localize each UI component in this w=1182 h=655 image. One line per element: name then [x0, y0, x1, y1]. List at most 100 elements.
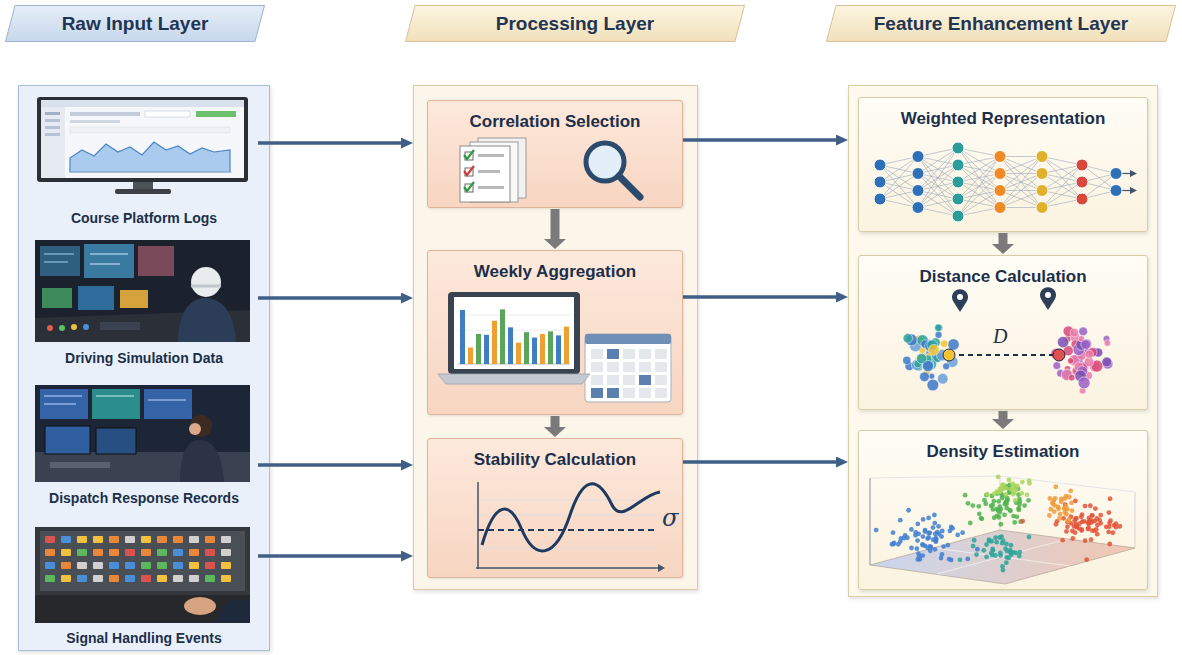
neural-network: [912, 202, 924, 214]
checklist-icon: [460, 146, 510, 202]
cluster-distance: [940, 340, 947, 347]
neural-network: [1082, 174, 1116, 183]
neural-network: [918, 157, 958, 183]
density-plot: [1000, 483, 1005, 488]
density-plot: [1052, 498, 1057, 503]
process-box: Stability Calculation: [427, 438, 683, 578]
simulator-photo: [59, 325, 65, 331]
flow-arrow: [258, 141, 401, 145]
density-plot: [1018, 519, 1023, 524]
density-plot: [1069, 500, 1074, 505]
density-plot: [926, 516, 931, 521]
neural-network: [958, 199, 1000, 208]
density-plot: [1000, 541, 1005, 546]
density-plot: [939, 556, 944, 561]
signal-panel-photo: [173, 549, 183, 556]
calendar-icon: [591, 362, 603, 372]
neural-network: [1000, 156, 1042, 157]
density-plot: [997, 486, 1002, 491]
density-plot: [909, 527, 914, 532]
density-plot: [1055, 519, 1060, 524]
density-plot: [941, 544, 946, 549]
neural-network: [958, 157, 1000, 200]
dispatch-photo: [144, 389, 192, 419]
neural-network: [1082, 174, 1116, 200]
density-plot: [1025, 492, 1030, 497]
density-plot: [902, 536, 907, 541]
simulator-photo: [120, 290, 148, 308]
platform-screenshot: [45, 112, 60, 115]
density-plot: [1070, 508, 1075, 513]
density-plot: [891, 542, 896, 547]
density-plot: [1022, 503, 1027, 508]
density-plot: [1016, 507, 1021, 512]
neural-network: [1000, 191, 1042, 208]
dispatch-photo: [44, 404, 76, 405]
density-plot: [976, 504, 981, 509]
layer-banner: [827, 6, 1176, 42]
neural-network: [880, 174, 918, 200]
density-plot: [1001, 483, 1006, 488]
checklist-icon: [478, 154, 504, 157]
cluster-distance: [1071, 340, 1079, 348]
density-plot: [1017, 499, 1022, 504]
flow-block-arrow: [999, 411, 1008, 419]
neural-network: [958, 174, 1000, 183]
cluster-distance: [933, 352, 943, 362]
density-plot: [1087, 520, 1092, 525]
density-plot: [990, 503, 995, 508]
laptop-chart: [448, 292, 580, 374]
density-plot: [931, 537, 936, 542]
box-title: Weekly Aggregation: [474, 262, 636, 282]
density-plot: [1107, 521, 1112, 526]
neural-network: [952, 142, 964, 154]
cluster-distance: [926, 352, 937, 363]
density-plot: [1016, 487, 1021, 492]
density-plot: [987, 537, 992, 542]
cluster-distance: [1082, 339, 1092, 349]
stability-chart: [478, 500, 655, 501]
layer-panel: Processing LayerCorrelation SelectionWee…: [413, 85, 698, 590]
density-plot: [997, 535, 1002, 540]
cluster-distance: [1079, 387, 1086, 394]
signal-panel-photo: [93, 549, 103, 556]
density-plot: [998, 489, 1003, 494]
flow-arrow: [683, 460, 836, 464]
density-plot: [991, 499, 996, 504]
density-plot: [1069, 514, 1074, 519]
density-plot: [1063, 496, 1068, 501]
cluster-distance: [1076, 339, 1085, 348]
density-plot: [996, 490, 1001, 495]
cluster-distance: [1072, 354, 1084, 366]
density-plot: [1048, 507, 1053, 512]
calendar-icon: [623, 349, 635, 359]
density-plot: [1056, 506, 1061, 511]
neural-network: [1130, 187, 1137, 194]
cluster-distance: [1053, 362, 1061, 370]
signal-panel-photo: [93, 562, 103, 569]
laptop-chart: [476, 334, 481, 364]
density-plot: [1090, 513, 1095, 518]
density-plot: [1000, 564, 1005, 569]
cluster-distance: [927, 340, 938, 351]
signal-panel-photo: [77, 536, 87, 543]
neural-network: [1000, 191, 1042, 208]
cluster-distance: [905, 334, 917, 346]
signal-panel-photo: [173, 562, 183, 569]
signal-panel-photo: [61, 562, 71, 569]
checklist-icon: [464, 182, 474, 191]
density-plot: [1073, 522, 1078, 527]
source-caption: Driving Simulation Data: [65, 350, 223, 366]
cluster-distance: [943, 363, 950, 370]
density-plot: [1004, 549, 1009, 554]
calendar-icon: [655, 388, 667, 398]
density-plot: [1011, 550, 1016, 555]
density-plot: [1052, 509, 1057, 514]
cluster-distance: [1062, 369, 1073, 380]
cluster-distance: [1077, 350, 1087, 360]
density-plot: [1087, 518, 1092, 523]
platform-screenshot: [133, 182, 153, 190]
density-plot: [1014, 500, 1019, 505]
density-plot: [1008, 487, 1013, 492]
